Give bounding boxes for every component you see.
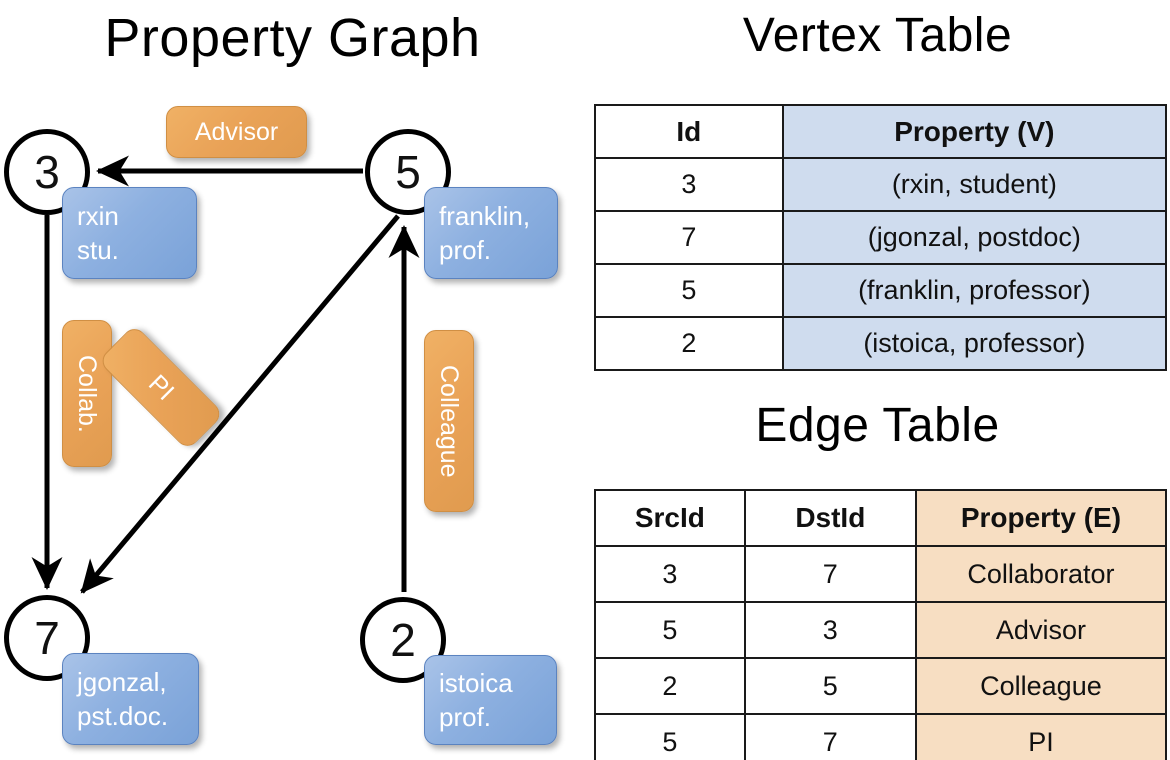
vertex-table-header-id: Id	[594, 104, 784, 159]
edge-label-collab-text: Collab.	[73, 354, 101, 433]
vertex-table-header-row: Id Property (V)	[594, 104, 1168, 159]
vertex-cell-id: 3	[594, 157, 784, 212]
edge-cell-dstid: 5	[743, 657, 917, 715]
edge-table-header-row: SrcId DstId Property (E)	[594, 489, 1168, 547]
edge-table-header-srcid: SrcId	[594, 489, 746, 547]
table-row[interactable]: 5 (franklin, professor)	[594, 263, 1168, 318]
vertex-property-istoica[interactable]: istoica prof.	[424, 655, 557, 745]
edge-cell-property: Collaborator	[914, 545, 1168, 603]
vertex-table: Id Property (V) 3 (rxin, student) 7 (jgo…	[594, 104, 1168, 371]
edge-table: SrcId DstId Property (E) 3 7 Collaborato…	[594, 489, 1168, 760]
edge-label-pi-text: PI	[142, 369, 180, 406]
vertex-property-franklin-line2: prof.	[439, 235, 492, 265]
vertex-cell-id: 2	[594, 316, 784, 371]
page-title-edge-table: Edge Table	[755, 399, 1000, 452]
edge-cell-srcid: 5	[594, 601, 746, 659]
graph-node-5-label: 5	[395, 146, 421, 198]
edge-label-colleague[interactable]: Colleague	[424, 330, 474, 512]
edge-label-advisor[interactable]: Advisor	[166, 106, 307, 158]
vertex-cell-property: (rxin, student)	[781, 157, 1168, 212]
page-title-property-graph: Property Graph	[104, 8, 481, 68]
edge-cell-dstid: 3	[743, 601, 917, 659]
edge-cell-property: Colleague	[914, 657, 1168, 715]
edge-cell-property: PI	[914, 713, 1168, 760]
vertex-cell-id: 5	[594, 263, 784, 318]
edge-5-to-7-pi	[80, 214, 400, 594]
vertex-cell-property: (jgonzal, postdoc)	[781, 210, 1168, 265]
vertex-cell-property: (istoica, professor)	[781, 316, 1168, 371]
graph-node-7-label: 7	[34, 612, 60, 664]
table-row[interactable]: 3 (rxin, student)	[594, 157, 1168, 212]
edge-cell-dstid: 7	[743, 713, 917, 760]
graph-edges-layer	[31, 155, 420, 594]
vertex-property-jgonzal-line2: pst.doc.	[77, 701, 169, 731]
vertex-cell-property: (franklin, professor)	[781, 263, 1168, 318]
table-row[interactable]: 2 (istoica, professor)	[594, 316, 1168, 371]
edge-cell-srcid: 3	[594, 545, 746, 603]
edge-label-collab[interactable]: Collab.	[62, 320, 112, 467]
graph-node-5[interactable]: 5	[365, 129, 451, 215]
graph-node-2[interactable]: 2	[360, 597, 446, 683]
edge-cell-srcid: 5	[594, 713, 746, 760]
vertex-table-header-property: Property (V)	[781, 104, 1168, 159]
edge-table-header-dstid: DstId	[743, 489, 917, 547]
vertex-property-istoica-line1: istoica	[439, 668, 513, 698]
edge-cell-srcid: 2	[594, 657, 746, 715]
vertex-property-rxin-line1: rxin	[77, 201, 119, 231]
table-row[interactable]: 2 5 Colleague	[594, 657, 1168, 715]
vertex-property-franklin-line1: franklin,	[439, 201, 531, 231]
vertex-property-rxin-line2: stu.	[77, 235, 119, 265]
table-row[interactable]: 7 (jgonzal, postdoc)	[594, 210, 1168, 265]
edge-table-header-property: Property (E)	[914, 489, 1168, 547]
vertex-property-istoica-line2: prof.	[439, 702, 492, 732]
page-title-vertex-table: Vertex Table	[742, 9, 1013, 62]
vertex-property-jgonzal-line1: jgonzal,	[77, 667, 167, 697]
table-row[interactable]: 5 7 PI	[594, 713, 1168, 760]
property-graph-panel: Property Graph Advisor Collab.	[4, 8, 558, 745]
vertex-property-rxin[interactable]: rxin stu.	[62, 187, 197, 279]
vertex-property-jgonzal[interactable]: jgonzal, pst.doc.	[62, 653, 199, 745]
graph-node-3-label: 3	[34, 146, 60, 198]
table-row[interactable]: 5 3 Advisor	[594, 601, 1168, 659]
edge-cell-dstid: 7	[743, 545, 917, 603]
edge-label-advisor-text: Advisor	[194, 118, 279, 146]
edge-label-colleague-text: Colleague	[435, 364, 463, 478]
table-row[interactable]: 3 7 Collaborator	[594, 545, 1168, 603]
vertex-property-franklin[interactable]: franklin, prof.	[424, 187, 558, 279]
graph-node-2-label: 2	[390, 614, 416, 666]
vertex-cell-id: 7	[594, 210, 784, 265]
edge-cell-property: Advisor	[914, 601, 1168, 659]
